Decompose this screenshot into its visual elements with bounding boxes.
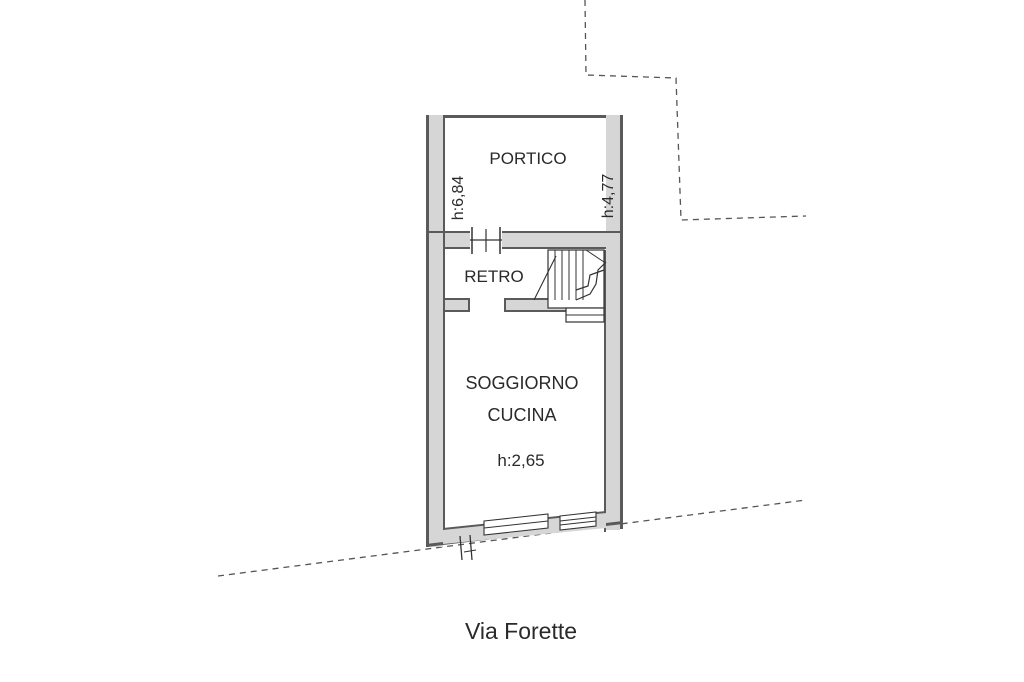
height-label-main: h:2,65 bbox=[497, 451, 544, 470]
wall-left-outer bbox=[426, 115, 429, 547]
wall-left-inner bbox=[429, 115, 443, 547]
front-opening-window bbox=[559, 511, 597, 531]
wall-retro-bottom-right-fill bbox=[504, 300, 566, 310]
room-label-cucina: CUCINA bbox=[487, 405, 556, 425]
height-label-left: h:6,84 bbox=[450, 176, 467, 221]
wall-right-inner bbox=[604, 250, 606, 532]
staircase bbox=[533, 249, 607, 323]
wall-retro-top-line bbox=[445, 247, 606, 249]
wall-right-fill bbox=[606, 115, 620, 530]
wall-retro-bottom-left-fill bbox=[445, 300, 470, 310]
wall-retro-bottom-right-line bbox=[504, 310, 566, 312]
height-label-right: h:4,77 bbox=[600, 174, 617, 219]
wall-portico-bottom bbox=[426, 231, 623, 233]
room-label-soggiorno: SOGGIORNO bbox=[465, 373, 578, 393]
wall-retro-bottom-left bbox=[445, 298, 470, 300]
wall-retro-bottom-right-end bbox=[504, 298, 506, 312]
wall-right-outer bbox=[620, 115, 623, 529]
wall-retro-bottom-left-end bbox=[468, 298, 470, 312]
street-label: Via Forette bbox=[465, 618, 577, 644]
wall-retro-top bbox=[445, 233, 606, 247]
stair-diagonal bbox=[533, 255, 557, 301]
street-edge-dashed bbox=[217, 499, 807, 577]
front-door-bottom-left bbox=[459, 534, 477, 561]
room-label-retro: RETRO bbox=[464, 267, 524, 286]
wall-retro-bottom-left-line bbox=[445, 310, 470, 312]
boundary-dashed-top bbox=[584, 0, 807, 221]
room-label-portico: PORTICO bbox=[489, 149, 566, 168]
front-opening-main bbox=[483, 513, 549, 536]
wall-portico-top bbox=[443, 115, 623, 118]
wall-left-line bbox=[443, 115, 445, 540]
